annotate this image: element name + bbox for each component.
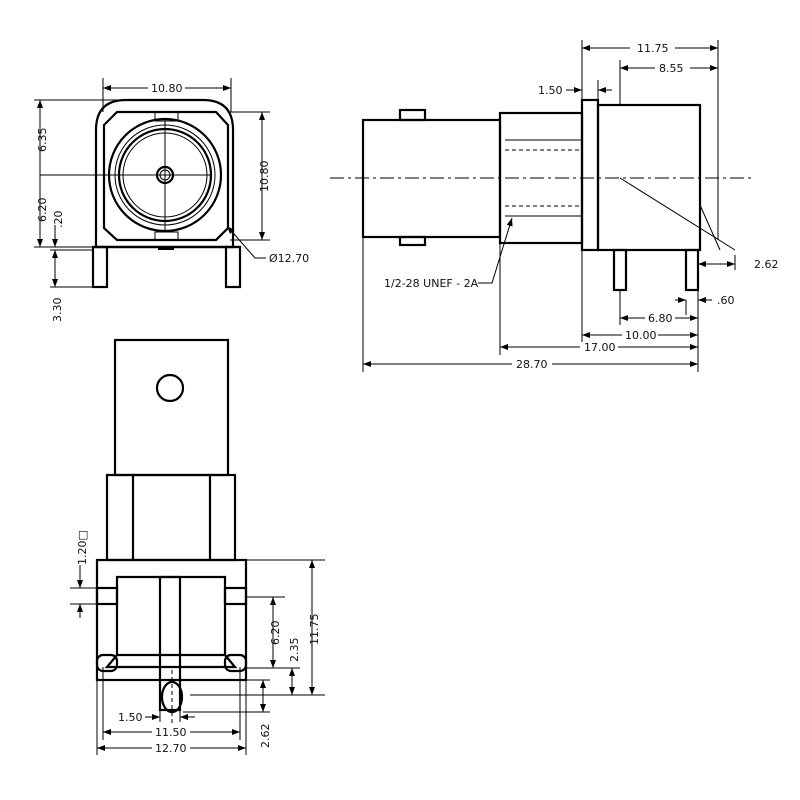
dim-height-lower: 6.20: [36, 198, 49, 223]
bottom-view: 1.20□ 6.20 2.35 11.75 2.62 1.50 11.50 12…: [70, 338, 325, 755]
dim-flange-diameter: Ø12.70: [269, 252, 309, 265]
dim-pin-spacing: 6.80: [648, 312, 673, 325]
dim-pin-square: 1.20□: [76, 530, 89, 565]
dim-pin-length: 3.30: [51, 298, 64, 323]
dim-center-pin-offset: 2.62: [259, 724, 272, 749]
dim-base-gap: .20: [52, 211, 65, 229]
dim-overall-length: 28.70: [516, 358, 548, 371]
dim-square-height: 10.80: [258, 161, 271, 193]
dim-pin-tip: .60: [717, 294, 735, 307]
dim-center-pin-width: 1.50: [118, 711, 143, 724]
dim-thread-to-pin: 17.00: [584, 341, 616, 354]
dim-width-top: 10.80: [151, 82, 183, 95]
dim-flange-to-pin: 10.00: [625, 329, 657, 342]
dim-pin-span: 11.50: [155, 726, 187, 739]
dim-center-offset: 2.35: [288, 638, 301, 663]
thread-spec-label: 1/2-28 UNEF - 2A: [384, 277, 479, 290]
dim-overall-depth: 11.75: [637, 42, 669, 55]
front-view: 10.80 6.35 6.20 .20 3.30 10.80 Ø12.70: [34, 78, 309, 322]
dim-flange-thickness: 1.50: [538, 84, 563, 97]
dim-pin-offset: 2.62: [754, 258, 779, 271]
dim-body-depth: 8.55: [659, 62, 684, 75]
dim-body-width: 12.70: [155, 742, 187, 755]
side-view: 11.75 8.55 1.50 2.62 .60 6.80 10.00 17.0…: [330, 40, 779, 372]
dim-height-upper: 6.35: [36, 128, 49, 153]
dim-pin-row-spacing: 6.20: [269, 621, 282, 646]
dim-body-depth: 11.75: [308, 614, 321, 646]
